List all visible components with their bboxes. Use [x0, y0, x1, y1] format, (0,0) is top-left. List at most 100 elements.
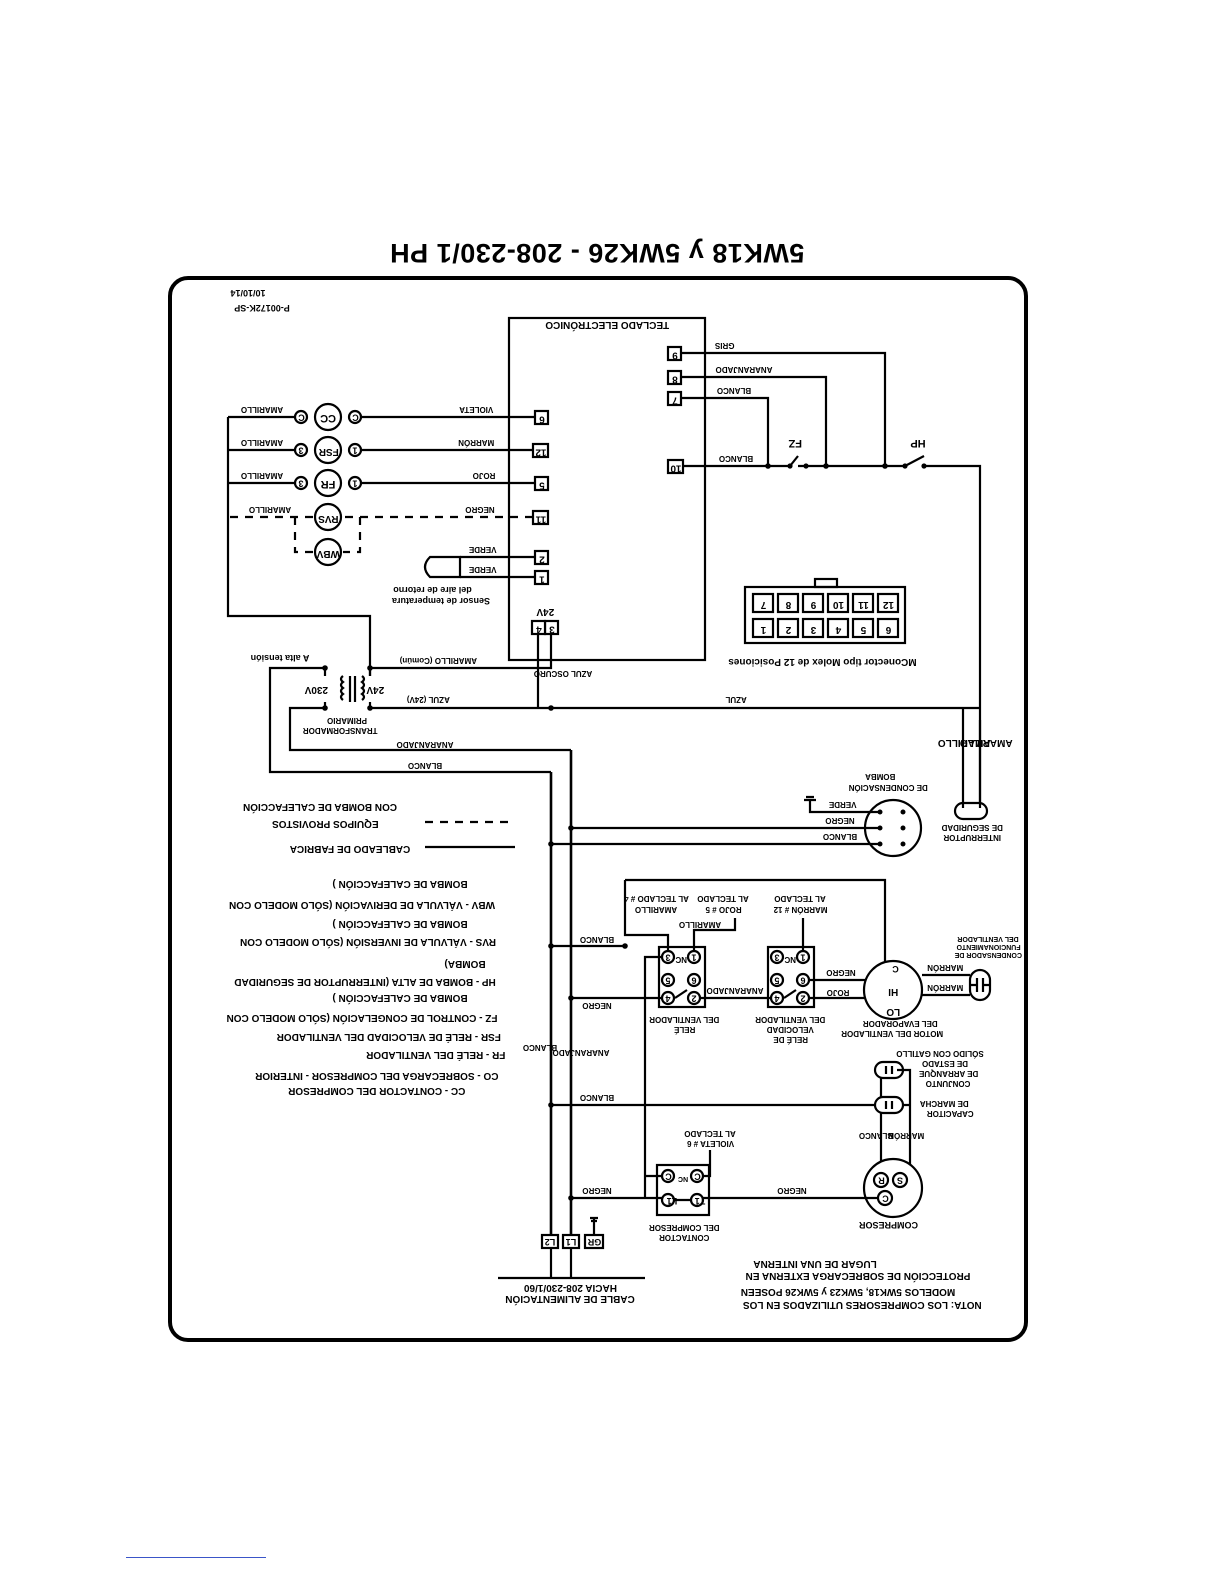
- terminal-2-label: 2: [539, 554, 545, 565]
- contactor-t1: T1: [695, 1196, 706, 1206]
- svg-text:4: 4: [665, 994, 670, 1004]
- wire-label-negro-cont: NEGRO: [582, 1186, 611, 1195]
- cond-vent-label-3: DEL VENTILADOR: [957, 935, 1018, 942]
- cc-label: CC: [320, 412, 336, 424]
- cond-vent-label-1: CONDENSADOR DE: [954, 951, 1022, 958]
- terminal-5-label: 5: [539, 480, 545, 491]
- nc-label-1: NC: [675, 955, 687, 964]
- rele-vel-label-1: RELÉ DE: [773, 1035, 808, 1044]
- svg-text:1: 1: [760, 624, 766, 635]
- primario-label: PRIMARIO: [327, 716, 367, 725]
- fr-node-3: 3: [298, 479, 303, 489]
- wire-label-verde-bomba: VERDE: [828, 800, 856, 809]
- note-line-4: LUGAR DE UNA INTERNA: [753, 1258, 877, 1269]
- note-line-1: NOTA: LOS COMPRESORES UTILIZADOS EN LOS: [743, 1299, 982, 1310]
- legend-item-10: BOMBA DE CALEFACCIÓN ): [332, 918, 467, 931]
- interruptor-label-2: DE SEGURIDAD: [941, 823, 1003, 832]
- run-capacitor: [873, 1095, 905, 1115]
- diagram-title: 5WK18 y 5WK26 - 208-230/1 PH: [390, 238, 805, 268]
- wire-label-negro-rvs: NEGRO: [465, 505, 494, 514]
- svg-text:2: 2: [785, 624, 791, 635]
- svg-text:9: 9: [810, 599, 816, 610]
- wire-label-blanco-comp: BLANCO: [580, 1093, 614, 1102]
- bomba-label-2: DE CONDENSACIÓN: [848, 783, 927, 792]
- keypad-title: TECLADO ELECTRÓNICO: [545, 319, 669, 332]
- terminal-12-label: 12: [535, 447, 547, 458]
- svg-text:12: 12: [882, 599, 894, 610]
- wire-label-blanco-bomba: BLANCO: [823, 832, 857, 841]
- wire-label-verde-1: VERDE: [468, 565, 496, 574]
- left-coils: VIOLETA C CC C AMARILLO MARRÓN 1 FSR 3 A…: [226, 402, 535, 668]
- svg-text:5: 5: [665, 976, 670, 986]
- cc-node-c2: C: [298, 413, 305, 423]
- note-line-3: PROTECCIÓN DE SOBRECARGA EXTERNA EN: [746, 1270, 971, 1283]
- motor-vent-label-1: MOTOR DEL VENTILADOR: [841, 1029, 943, 1038]
- rvs-label: RVS: [318, 513, 339, 524]
- svg-text:C: C: [694, 1172, 701, 1182]
- wire-label-blanco-10: BLANCO: [719, 454, 753, 463]
- rele-vel-label-3: DEL VENTILADOR: [755, 1015, 825, 1024]
- nc-label-cc: NC: [678, 1175, 688, 1182]
- svg-text:2: 2: [800, 994, 805, 1004]
- keypad-box: [507, 316, 707, 662]
- hp-label: HP: [910, 437, 925, 449]
- svg-text:5: 5: [774, 976, 779, 986]
- wire-label-marron-cap: MARRÓN: [888, 1131, 924, 1140]
- sensor-label-1: Sensor de temperatura: [391, 596, 490, 606]
- teclado4-label-1: AMARILLO: [635, 905, 677, 914]
- wire-label-marron-cap1: MARRÓN: [927, 963, 963, 972]
- svg-text:1: 1: [691, 953, 696, 963]
- comp-c: C: [882, 1194, 889, 1204]
- conjunto-label-4: SÓLIDO CON GATILLO: [896, 1049, 983, 1058]
- teclado5-label-2: AL TECLADO: [697, 894, 748, 903]
- terminal-11-label: 11: [535, 514, 546, 525]
- l1-label: L1: [566, 1237, 577, 1247]
- svg-text:6: 6: [691, 976, 696, 986]
- legend-equipos-1: EQUIPOS PROVISTOS: [272, 818, 379, 829]
- cable-label-1: CABLE DE ALIMENTACIÓN: [505, 1293, 634, 1306]
- molex-label: MConector tipo Molex de 12 Posiciones: [728, 656, 917, 667]
- svg-text:4: 4: [774, 994, 779, 1004]
- gr-label: GR: [587, 1237, 601, 1247]
- keypad-terminals-right: 9 8 7 10: [666, 345, 685, 475]
- wire-label-amarillo-rvs: AMARILLO: [249, 505, 291, 514]
- cc-node-c: C: [352, 413, 359, 423]
- fsr-label: FSR: [318, 446, 339, 457]
- fsr-node-1: 1: [352, 446, 357, 456]
- fr-label: FR: [321, 478, 336, 490]
- keypad-terminals-left: 6 12 5 11 2 1 3 4 24V: [530, 409, 560, 636]
- wire-label-negro-bomba: NEGRO: [825, 816, 854, 825]
- capacitor-label-1: CAPACITOR: [927, 1109, 974, 1118]
- legend-item-4: FSR - RELÉ DE VELOCIDAD DEL VENTILADOR: [276, 1031, 501, 1044]
- motor-vent-label-2: DEL EVAPORADOR: [863, 1019, 938, 1028]
- fsr-coil: [313, 435, 343, 465]
- contactor-label-2: DEL COMPRESOR: [649, 1223, 720, 1232]
- wire-label-blanco-cap: BLANCO: [859, 1131, 893, 1140]
- footer-rule: [126, 1557, 266, 1558]
- wire-label-azul-24v: AZUL (24V): [407, 695, 450, 704]
- doc-code: P-00172K-SP: [234, 303, 290, 313]
- svg-text:6: 6: [800, 976, 805, 986]
- svg-text:10: 10: [832, 599, 844, 610]
- svg-text:1: 1: [800, 953, 805, 963]
- wire-label-amarillo-fsr: AMARILLO: [241, 438, 283, 447]
- wire-label-negro-mot: NEGRO: [826, 968, 855, 977]
- legend-item-5: FZ - CONTROL DE CONGELACIÓN (SÓLO MODELO…: [227, 1012, 498, 1025]
- compressor: [862, 1157, 924, 1219]
- fz-label: FZ: [788, 437, 802, 449]
- wire-label-azul-oscuro: AZUL OSCURO: [534, 669, 593, 678]
- svg-text:2: 2: [691, 994, 696, 1004]
- fan-motor: [862, 959, 924, 1021]
- svg-text:11: 11: [858, 599, 869, 610]
- rele-vel-label-2: VELOCIDAD: [766, 1025, 813, 1034]
- transformer-24v: 24V: [366, 684, 384, 695]
- terminal-9-label: 9: [672, 350, 678, 361]
- wire-label-anaranjado-bus: ANARANJADO: [553, 1048, 610, 1057]
- wire-label-marron: MARRÓN: [458, 438, 494, 447]
- conjunto-label-3: DE ESTADO: [922, 1059, 968, 1068]
- rele-vent-label-1: RELÉ: [673, 1025, 695, 1034]
- comp-r: R: [878, 1176, 885, 1186]
- wire-label-blanco-bus: BLANCO: [523, 1043, 557, 1052]
